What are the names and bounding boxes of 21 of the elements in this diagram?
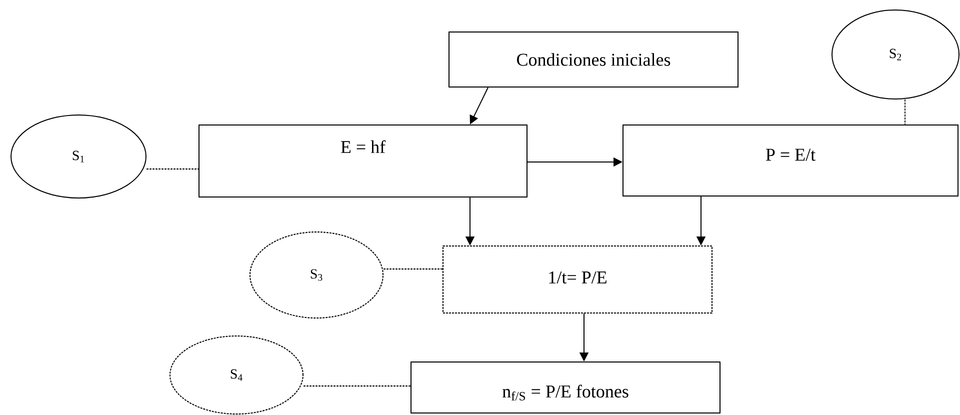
process-box [622, 124, 959, 196]
process-box [198, 124, 528, 198]
dashed-box [442, 246, 712, 314]
node-text: S$_{1}$ [72, 150, 84, 162]
node-text: S$_{2}$ [890, 48, 902, 60]
node-text: Condiciones iniciales [517, 53, 670, 66]
node-text: S$_{4}$ [230, 369, 242, 381]
node-text: P = E/t [766, 148, 816, 161]
connector-line [383, 268, 443, 270]
ellipse-node [10, 114, 146, 198]
ellipse-node [250, 232, 384, 318]
process-box [448, 32, 739, 88]
connector-line [146, 168, 199, 170]
ellipse-node [832, 10, 960, 100]
node-text: n$_{f/S}$ = P/E fotones [502, 384, 628, 400]
node-text: S$_{3}$ [310, 269, 322, 281]
process-box [410, 362, 720, 414]
ellipse-node [170, 336, 304, 414]
node-text: E = hf [340, 140, 386, 153]
connector-line [904, 99, 906, 125]
node-text: 1/t= P/E [549, 271, 606, 284]
